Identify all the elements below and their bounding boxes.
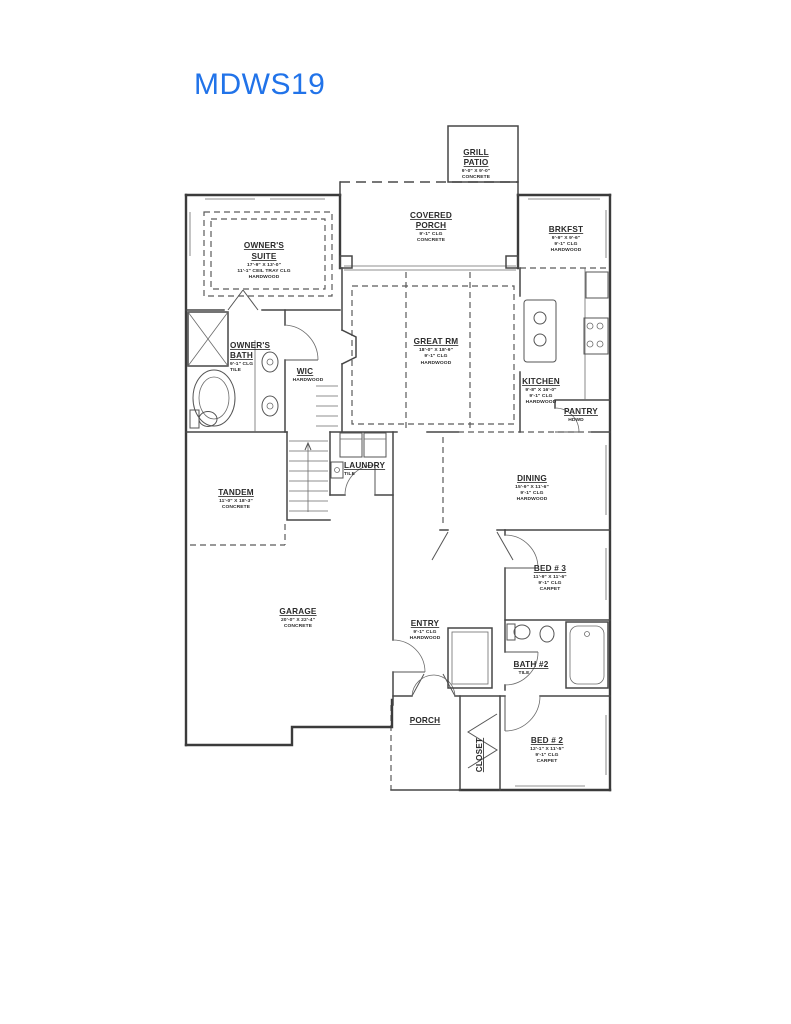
grill-patio-outline <box>447 125 519 183</box>
windows <box>189 198 607 787</box>
room-label: ENTRY <box>411 619 440 628</box>
room-label: BATH <box>230 351 253 360</box>
svg-text:12'-1" X 11'-5": 12'-1" X 11'-5" <box>530 746 564 752</box>
svg-text:20'-0" X 22'-4": 20'-0" X 22'-4" <box>281 617 315 623</box>
svg-text:HARDWOOD: HARDWOOD <box>249 274 280 280</box>
interior-walls <box>185 255 611 791</box>
svg-text:HARDWOOD: HARDWOOD <box>410 635 441 641</box>
svg-text:HARDWOOD: HARDWOOD <box>421 360 452 366</box>
room-label: SUITE <box>251 252 276 261</box>
fixtures <box>187 268 609 689</box>
tub <box>565 621 609 689</box>
washer <box>339 432 363 458</box>
svg-text:9'-0" X 9'-0": 9'-0" X 9'-0" <box>462 168 490 174</box>
room-label: TANDEM <box>218 488 254 497</box>
svg-text:HARDWOOD: HARDWOOD <box>526 399 557 405</box>
room-label: GARAGE <box>279 607 316 616</box>
svg-text:9'-8" X 16'-0": 9'-8" X 16'-0" <box>525 387 556 393</box>
svg-text:CARPET: CARPET <box>540 586 561 592</box>
svg-text:CARPET: CARPET <box>537 758 558 764</box>
sink <box>261 395 279 417</box>
fridge <box>585 271 609 299</box>
toilet <box>506 623 516 641</box>
svg-text:11'-0" X 18'-3": 11'-0" X 18'-3" <box>219 498 253 504</box>
svg-text:TILE: TILE <box>519 670 531 676</box>
svg-text:9'-1" CLG: 9'-1" CLG <box>520 490 543 496</box>
room-label: CLOSET <box>475 738 484 772</box>
room-label: GREAT RM <box>414 337 459 346</box>
svg-text:9'-1" CLG: 9'-1" CLG <box>535 752 558 758</box>
svg-text:9'-9" X 9'-6": 9'-9" X 9'-6" <box>552 235 580 241</box>
svg-text:HDWD: HDWD <box>568 417 584 423</box>
range <box>583 317 609 355</box>
room-label: DINING <box>517 474 547 483</box>
svg-text:HARDWOOD: HARDWOOD <box>517 496 548 502</box>
svg-text:CONCRETE: CONCRETE <box>284 623 313 629</box>
room-label: PATIO <box>464 158 489 167</box>
svg-text:9'-1" CLG: 9'-1" CLG <box>538 580 561 586</box>
svg-text:CONCRETE: CONCRETE <box>462 174 491 180</box>
room-label: GRILL <box>463 148 489 157</box>
room-label: COVERED <box>410 211 452 220</box>
room-label: BRKFST <box>549 225 583 234</box>
svg-text:9'-1" CLG: 9'-1" CLG <box>529 393 552 399</box>
toilet <box>189 409 200 429</box>
room-label: PORCH <box>416 221 447 230</box>
svg-text:17'-9" X 13'-0": 17'-9" X 13'-0" <box>247 262 281 268</box>
svg-text:TILE: TILE <box>344 471 356 477</box>
laundry-sink <box>330 461 344 479</box>
room-label: WIC <box>297 367 314 376</box>
room-label: KITCHEN <box>522 377 560 386</box>
svg-text:9'-1" CLG: 9'-1" CLG <box>413 629 436 635</box>
sink <box>261 351 279 373</box>
svg-text:9'-1" CLG: 9'-1" CLG <box>230 361 253 367</box>
room-label: BED # 3 <box>534 564 567 573</box>
plan-title: MDWS19 <box>194 68 326 101</box>
kitchen-island <box>523 299 557 363</box>
svg-text:15'-9" X 11'-6": 15'-9" X 11'-6" <box>515 484 549 490</box>
svg-text:11'-1" CEIL TRAY CLG: 11'-1" CEIL TRAY CLG <box>237 268 290 274</box>
exterior-walls <box>184 125 612 792</box>
svg-text:HARDWOOD: HARDWOOD <box>293 377 324 383</box>
room-label: OWNER'S <box>244 241 285 250</box>
svg-text:HARDWOOD: HARDWOOD <box>551 247 582 253</box>
room-label: LAUNDRY <box>344 461 385 470</box>
svg-text:TILE: TILE <box>230 367 242 373</box>
room-label: BATH #2 <box>514 660 549 669</box>
svg-text:9'-1" CLG: 9'-1" CLG <box>424 353 447 359</box>
svg-text:9'-1" CLG: 9'-1" CLG <box>419 231 442 237</box>
tub <box>192 369 236 427</box>
room-label: OWNER'S <box>230 341 271 350</box>
svg-text:CONCRETE: CONCRETE <box>417 237 446 243</box>
room-labels: GRILL PATIO 9'-0" X 9'-0" CONCRETE COVER… <box>218 148 598 772</box>
svg-text:CONCRETE: CONCRETE <box>222 504 251 510</box>
svg-text:11'-9" X 11'-6": 11'-9" X 11'-6" <box>533 574 566 580</box>
room-label: PORCH <box>410 716 441 725</box>
dryer <box>363 432 387 458</box>
shower <box>187 311 229 367</box>
room-label: PANTRY <box>564 407 598 416</box>
svg-text:18'-0" X 18'-9": 18'-0" X 18'-9" <box>419 347 453 353</box>
room-label: BED # 2 <box>531 736 564 745</box>
sink <box>539 625 555 643</box>
svg-text:9'-1" CLG: 9'-1" CLG <box>554 241 577 247</box>
